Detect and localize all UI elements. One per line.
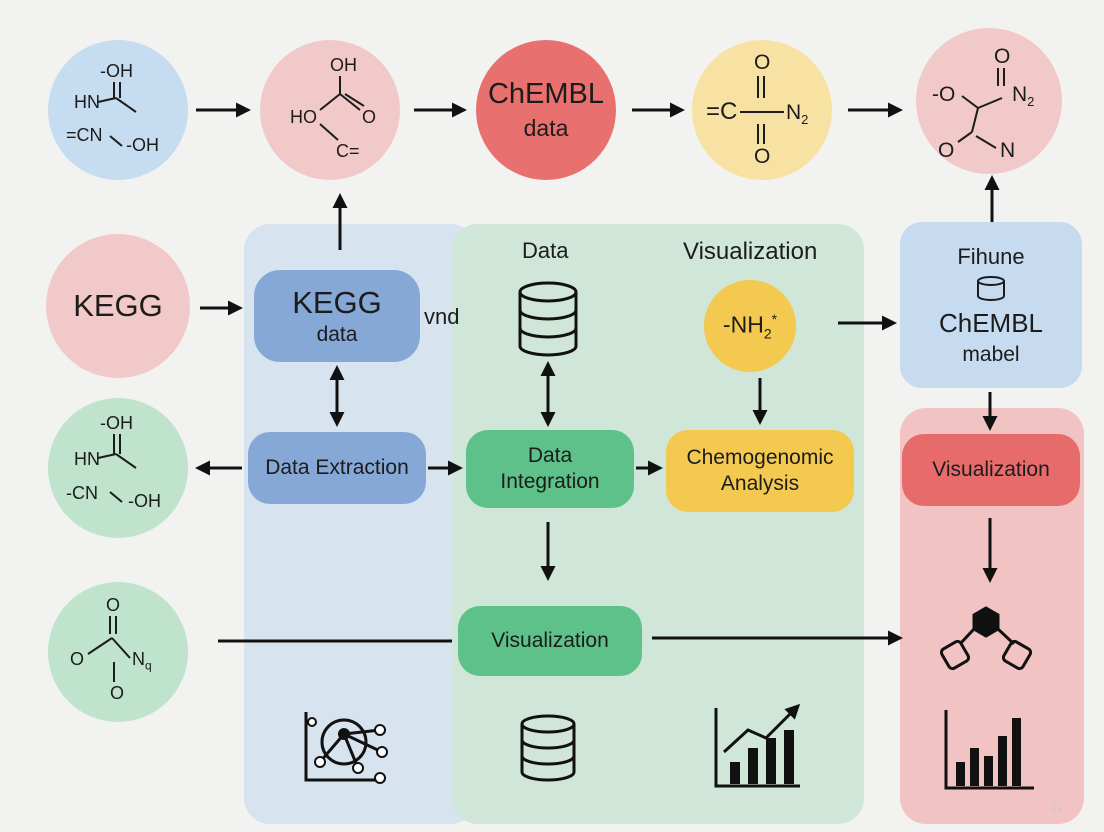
molecule-circle-top-left: -OH HN =CN -OH [48, 40, 188, 180]
atom-subscript: 2 [801, 112, 809, 128]
molecule-label: -OH [100, 61, 133, 81]
visualization-box-red[interactable]: Visualization [902, 434, 1080, 506]
bond-lines-icon [740, 76, 784, 144]
molecule-label: =CN [66, 125, 103, 145]
database-icon [520, 714, 576, 782]
chemogenomic-line2: Analysis [720, 472, 800, 495]
visualization-header-label: Visualization [683, 238, 818, 265]
data-integration-box[interactable]: Data Integration [466, 430, 634, 508]
bar-chart-icon [944, 710, 1034, 790]
molecule-label: O [362, 107, 377, 127]
bond-lines-icon [87, 616, 131, 682]
atom-n: N [1012, 83, 1028, 106]
molecule-label: O [754, 51, 771, 74]
chembl-circle-subtitle: data [523, 115, 569, 141]
molecule-label: HO [290, 107, 317, 127]
molecule-circle-top-4: O =C N2 O [692, 40, 832, 180]
molecule-label: O [106, 595, 121, 615]
mabel-label: mabel [962, 342, 1020, 366]
molecule-circle-bottom-left: O O Nq O [48, 582, 188, 722]
vnd-label: vnd [424, 304, 460, 329]
molecule-label: O [110, 683, 125, 703]
chembl-data-circle: ChEMBL data [476, 40, 616, 180]
molecule-label: Nq [132, 650, 152, 672]
atom-subscript: 2 [1027, 94, 1035, 110]
kegg-data-subtitle: data [316, 323, 358, 346]
nh2-main: -NH [722, 311, 764, 338]
molecule-circle-top-2: OH HO O C= [260, 40, 400, 180]
nh2-label: -NH2* [723, 311, 777, 341]
molecule-network-icon [939, 606, 1033, 671]
nh2-circle: -NH2* [704, 280, 796, 372]
molecule-label: -OH [100, 413, 133, 433]
fihune-label: Fihune [957, 243, 1025, 269]
kegg-data-title: KEGG [292, 285, 382, 320]
atom-n: N [786, 101, 802, 124]
bar-chart-trend-icon [714, 703, 801, 788]
bond-lines-icon [319, 76, 365, 141]
molecule-label: -OH [126, 135, 159, 155]
nh2-subscript: 2 [763, 325, 772, 342]
kegg-data-box[interactable]: KEGG data [254, 270, 420, 362]
molecule-label: -O [932, 83, 956, 106]
atom-n: N [132, 649, 145, 669]
visualization-red-label: Visualization [932, 458, 1050, 481]
molecule-label: N2 [1012, 84, 1034, 108]
visualization-box-green[interactable]: Visualization [458, 606, 642, 676]
data-extraction-label: Data Extraction [265, 456, 409, 479]
molecule-circle-top-right: O -O N2 O N [916, 28, 1062, 174]
fihune-chembl-box[interactable]: Fihune ChEMBL mabel [900, 222, 1082, 388]
data-header-label: Data [522, 238, 569, 263]
kegg-circle: KEGG [46, 234, 190, 378]
chemogenomic-analysis-box[interactable]: Chemogenomic Analysis [666, 430, 854, 512]
molecule-circle-mid-left: -OH HN -CN -OH [48, 398, 188, 538]
bond-lines-icon [97, 434, 137, 503]
kegg-circle-label: KEGG [73, 288, 163, 323]
molecule-label: N2 [786, 102, 808, 126]
nh2-superscript: * [771, 310, 778, 327]
visualization-green-label: Visualization [491, 629, 609, 652]
database-icon [977, 275, 1005, 301]
molecule-label: -OH [128, 491, 161, 511]
molecule-label: O [994, 45, 1011, 68]
chemogenomic-line1: Chemogenomic [686, 446, 834, 469]
scatter-plot-icon [304, 712, 388, 784]
molecule-label: =C [706, 98, 738, 125]
molecule-label: O [70, 649, 85, 669]
watermark: G [1052, 800, 1063, 815]
molecule-label: -CN [66, 483, 98, 503]
molecule-label: C= [336, 141, 360, 161]
molecule-label: HN [74, 449, 100, 469]
molecule-label: O [938, 139, 955, 162]
atom-subscript: q [145, 658, 152, 673]
data-integration-line2: Integration [500, 470, 600, 493]
chembl-circle-title: ChEMBL [487, 78, 605, 110]
molecule-label: N [1000, 139, 1016, 162]
data-integration-line1: Data [527, 444, 573, 467]
chembl-box-label: ChEMBL [938, 307, 1044, 338]
molecule-label: HN [74, 92, 100, 112]
molecule-label: O [754, 145, 771, 168]
molecule-label: OH [330, 55, 357, 75]
data-extraction-box[interactable]: Data Extraction [248, 432, 426, 504]
bond-lines-icon [957, 68, 1005, 149]
bond-lines-icon [97, 82, 137, 147]
database-icon [518, 281, 578, 357]
